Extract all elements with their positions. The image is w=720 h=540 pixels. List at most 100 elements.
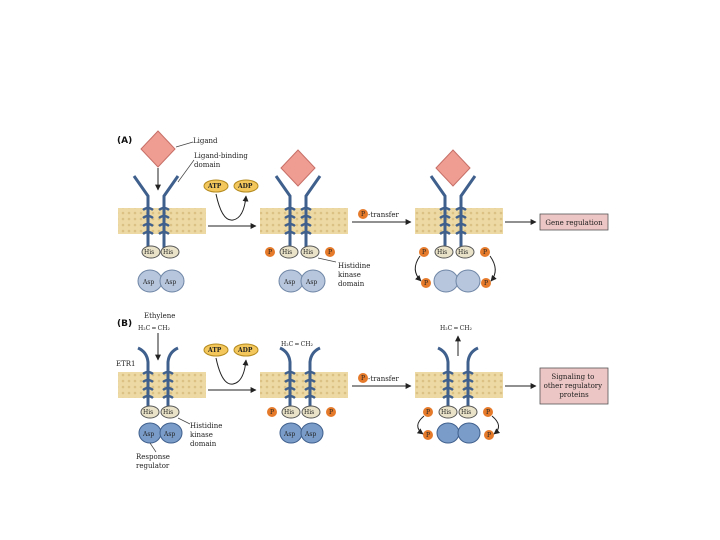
ethylene-formula: H₂C ═ CH₂ xyxy=(440,325,472,332)
asp-label: Asp xyxy=(304,431,316,438)
asp-label: Asp xyxy=(164,279,176,286)
atp-badge xyxy=(203,179,229,193)
his-label: His xyxy=(303,249,313,256)
his-domain xyxy=(279,245,299,259)
signaling-box xyxy=(539,367,609,405)
phosphate-label: P xyxy=(329,409,333,416)
sig-line: proteins xyxy=(559,391,589,399)
asp-domain xyxy=(436,422,460,444)
phosphate xyxy=(326,407,336,417)
hk-line-b: domain xyxy=(190,440,217,448)
phosphate-label: P xyxy=(483,249,487,256)
his-domain xyxy=(301,405,321,419)
adp-badge xyxy=(233,343,259,357)
receptor-dimer xyxy=(429,175,477,248)
his-label: His xyxy=(461,409,471,416)
phosphate xyxy=(358,209,368,219)
membrane xyxy=(260,208,348,234)
his-label: His xyxy=(284,409,294,416)
receptor-dimer xyxy=(274,175,322,248)
histidine-kinase-domain-label: Histidine kinase domain xyxy=(190,422,225,448)
ethylene-formula: H₂C ═ CH₂ xyxy=(281,341,313,348)
adp-label: ADP xyxy=(237,347,253,354)
phosphate-label: P xyxy=(328,249,332,256)
ligand-diamond xyxy=(140,130,176,168)
phosphate xyxy=(481,278,491,288)
ethylene-formula: H₂C ═ CH₂ xyxy=(138,325,170,332)
his-domain xyxy=(455,245,475,259)
sig-line: Signaling to xyxy=(551,373,594,381)
ligand-label: Ligand xyxy=(193,137,218,145)
phosphate-label: P xyxy=(487,432,491,439)
his-domain xyxy=(434,245,454,259)
phosphate xyxy=(419,247,429,257)
receptor-dimer xyxy=(279,346,321,408)
membrane xyxy=(118,208,206,234)
his-label: His xyxy=(437,249,447,256)
phosphate xyxy=(421,278,431,288)
his-domain xyxy=(281,405,301,419)
membrane xyxy=(415,208,503,234)
atp-label: ATP xyxy=(207,347,222,354)
ethylene-label: Ethylene xyxy=(144,312,175,320)
his-domain xyxy=(160,405,180,419)
ligand-diamond xyxy=(280,149,316,187)
asp-label: Asp xyxy=(142,279,154,286)
p-transfer-label: -transfer xyxy=(368,375,400,383)
phosphate xyxy=(358,373,368,383)
his-domain xyxy=(438,405,458,419)
his-domain xyxy=(458,405,478,419)
receptor-dimer xyxy=(132,175,180,248)
adp-label: ADP xyxy=(237,183,253,190)
phosphate xyxy=(480,247,490,257)
asp-label: Asp xyxy=(163,431,175,438)
asp-domain xyxy=(300,269,326,293)
receptor-dimer xyxy=(137,346,179,408)
atp-badge xyxy=(203,343,229,357)
gene-regulation-box xyxy=(539,213,609,231)
his-label: His xyxy=(144,249,154,256)
his-label: His xyxy=(143,409,153,416)
receptor-dimer xyxy=(437,346,479,408)
adp-badge xyxy=(233,179,259,193)
phosphate xyxy=(423,407,433,417)
membrane xyxy=(260,372,348,398)
hk-line: domain xyxy=(338,280,365,288)
hk-line: Histidine xyxy=(338,262,370,270)
phosphate-label: P xyxy=(270,409,274,416)
asp-domain xyxy=(455,269,481,293)
his-label: His xyxy=(282,249,292,256)
panel-b-label: (B) xyxy=(117,319,132,329)
ligand-binding-domain-label: Ligand-binding domain xyxy=(194,152,250,169)
ligand-diamond xyxy=(435,149,471,187)
his-label: His xyxy=(163,409,173,416)
hk-line-b: Histidine xyxy=(190,422,222,430)
phosphate xyxy=(484,430,494,440)
phosphate-label: P xyxy=(361,211,365,218)
phosphate-label: P xyxy=(268,249,272,256)
phosphate xyxy=(483,407,493,417)
his-label: His xyxy=(441,409,451,416)
asp-label: Asp xyxy=(142,431,154,438)
asp-domain xyxy=(433,269,459,293)
phosphate xyxy=(423,430,433,440)
etr1-label: ETR1 xyxy=(116,360,136,368)
asp-domain xyxy=(457,422,481,444)
his-domain xyxy=(300,245,320,259)
histidine-kinase-domain-label: Histidine kinase domain xyxy=(338,262,373,288)
signaling-label: Signaling to other regulatory proteins xyxy=(544,373,605,399)
phosphate xyxy=(265,247,275,257)
response-regulator-label: Response regulator xyxy=(136,453,172,470)
phosphate-label: P xyxy=(426,432,430,439)
his-label: His xyxy=(304,409,314,416)
his-domain xyxy=(140,405,160,419)
asp-domain xyxy=(300,422,324,444)
asp-label: Asp xyxy=(283,431,295,438)
asp-label: Asp xyxy=(305,279,317,286)
his-label: His xyxy=(458,249,468,256)
gene-regulation-label: Gene regulation xyxy=(545,219,603,227)
hk-line-b: kinase xyxy=(190,431,213,439)
asp-domain xyxy=(159,269,185,293)
rr-line: regulator xyxy=(136,462,170,470)
